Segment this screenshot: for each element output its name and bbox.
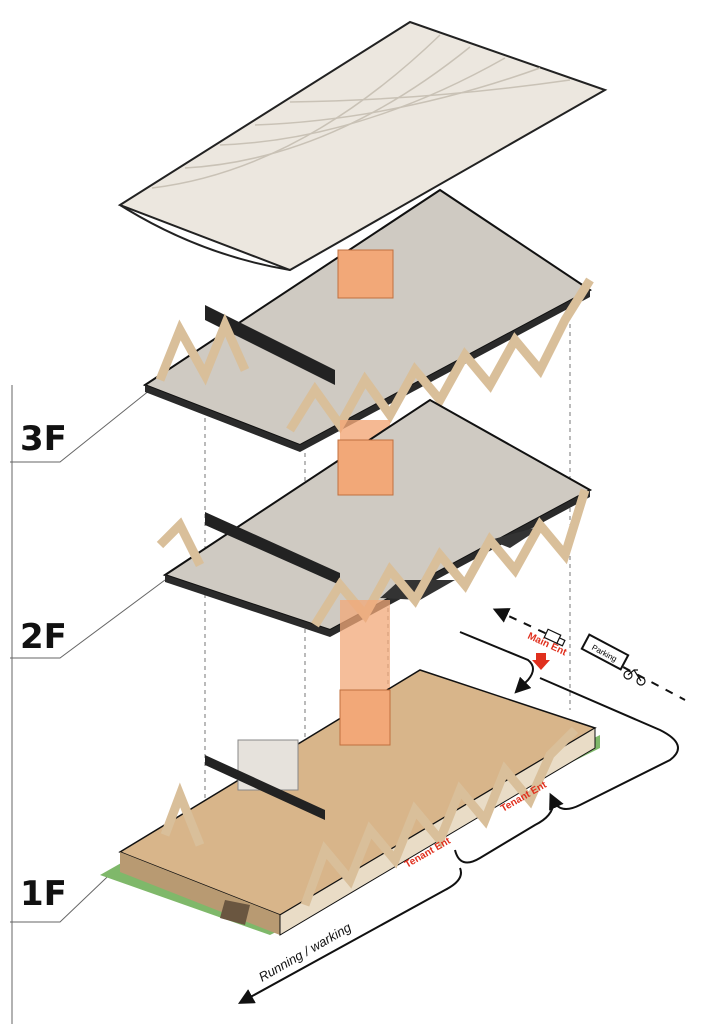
core-1f bbox=[339, 689, 391, 746]
core-2f bbox=[337, 439, 394, 496]
floor-label-2f: 2F bbox=[20, 617, 67, 657]
floor-1f-plan bbox=[100, 669, 600, 936]
circulation-paths bbox=[237, 608, 686, 1004]
bicycle-icon bbox=[623, 669, 646, 686]
truck-icon bbox=[543, 628, 566, 647]
entry-stairs bbox=[220, 900, 250, 925]
core-3f bbox=[337, 249, 394, 299]
entrance-arrow-icon bbox=[532, 653, 550, 670]
car-lane bbox=[492, 608, 561, 641]
floor-level-guides bbox=[10, 385, 166, 1024]
parking-sign: Parking bbox=[580, 633, 630, 671]
floor-label-1f: 1F bbox=[20, 874, 67, 914]
floor-label-3f: 3F bbox=[20, 419, 67, 459]
wavy-roof bbox=[117, 20, 608, 272]
